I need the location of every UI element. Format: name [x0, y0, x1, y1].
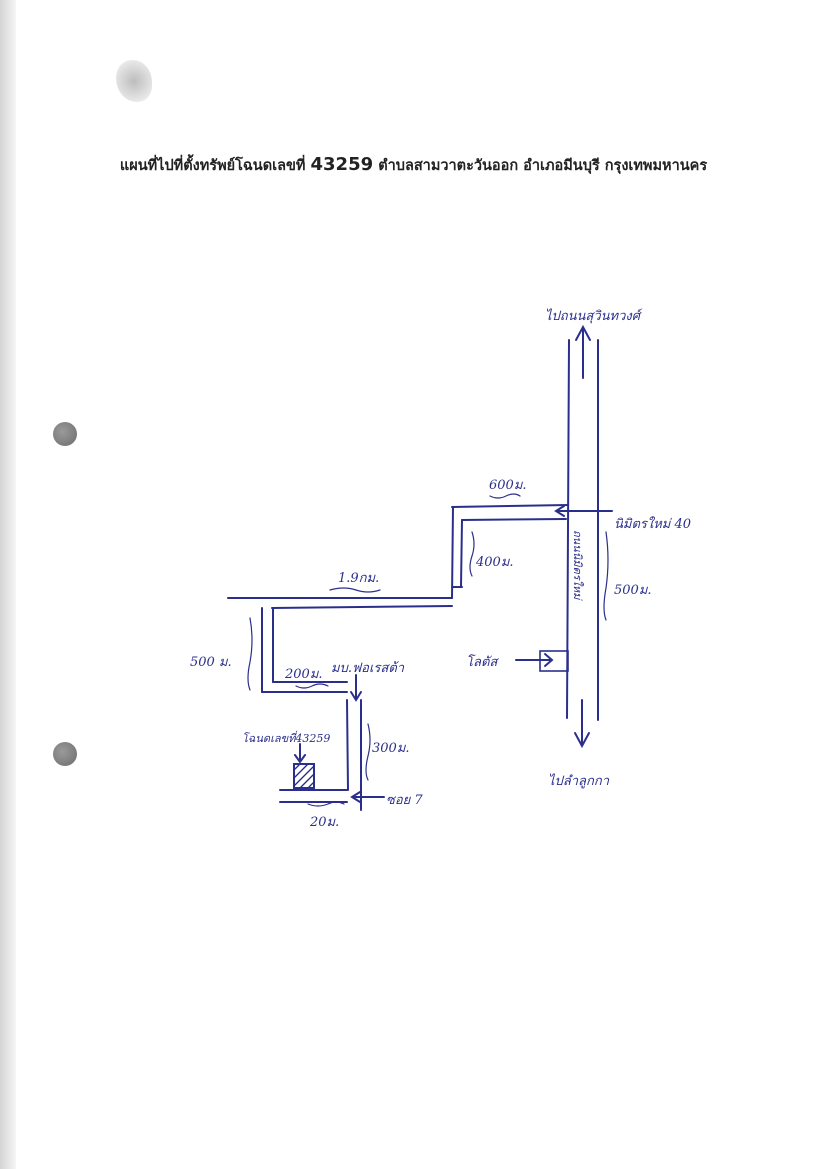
road-lines — [227, 324, 613, 811]
junction-arrow — [554, 505, 613, 517]
punch-hole-top — [53, 422, 77, 446]
dim-mark-top — [489, 493, 521, 499]
soi-arrow — [350, 791, 385, 803]
label-main-road: ถนนนิมิตรใหม่ — [571, 530, 584, 601]
title-deed-number: 43259 — [310, 154, 374, 175]
label-west-segment: 500 ม. — [190, 655, 232, 670]
label-village: มบ.ฟอเรสต้า — [331, 661, 405, 676]
property-hatching — [293, 763, 315, 789]
dim-mark-vert — [469, 531, 475, 577]
label-east-segment: 500ม. — [614, 583, 652, 598]
village-arrow — [350, 674, 362, 702]
label-road-junction: นิมิตรใหม่ 40 — [614, 516, 691, 532]
landmark-arrow — [515, 653, 554, 667]
dim-mark-west — [247, 617, 253, 691]
label-landmark: โลตัส — [466, 654, 499, 670]
label-vertical-segment: 400ม. — [475, 555, 514, 570]
dim-mark-final — [365, 723, 371, 781]
property-parcel — [293, 763, 315, 789]
property-arrow — [294, 743, 306, 764]
document-title: แผนที่ไปที่ตั้งทรัพย์โฉนดเลขที่ 43259 ตำ… — [0, 154, 827, 177]
dim-mark-short — [295, 683, 329, 689]
final-road-west-edge — [346, 699, 349, 791]
label-bottom-segment: 20ม. — [309, 815, 339, 830]
label-north-direction: ไปถนนสุวินทวงศ์ — [545, 308, 643, 324]
dim-mark-bottom — [307, 801, 345, 807]
long-road-south-edge — [271, 605, 453, 609]
dim-mark-long — [329, 587, 381, 593]
label-top-segment: 600ม. — [489, 478, 527, 493]
landmark-box — [539, 650, 569, 672]
dim-mark-east — [603, 531, 609, 621]
property-plot — [293, 763, 315, 789]
map-labels: ไปถนนสุวินทวงศ์ ไปลำลูกกา ถนนนิมิตรใหม่ … — [190, 308, 691, 830]
label-final-segment: 300ม. — [372, 741, 410, 756]
label-property: โฉนดเลขที่43259 — [242, 730, 330, 745]
page-edge-shadow — [0, 0, 16, 1169]
title-location: ตำบลสามวาตะวันออก อำเภอมีนบุรี กรุงเทพมห… — [378, 158, 708, 174]
label-short-segment: 200ม. — [284, 667, 323, 682]
stain-mark — [116, 60, 152, 102]
label-long-segment: 1.9กม. — [338, 571, 379, 586]
soi40-north-edge — [451, 504, 569, 508]
label-soi: ซอย 7 — [386, 793, 423, 808]
title-prefix: แผนที่ไปที่ตั้งทรัพย์โฉนดเลขที่ — [119, 158, 306, 174]
label-south-direction: ไปลำลูกกา — [548, 773, 610, 789]
soi40-south-edge — [461, 518, 567, 521]
connector-west-edge — [451, 506, 454, 599]
connector-east-edge — [460, 519, 463, 587]
arrow-north — [575, 324, 591, 379]
punch-hole-bottom — [53, 742, 77, 766]
arrow-south — [574, 699, 590, 749]
